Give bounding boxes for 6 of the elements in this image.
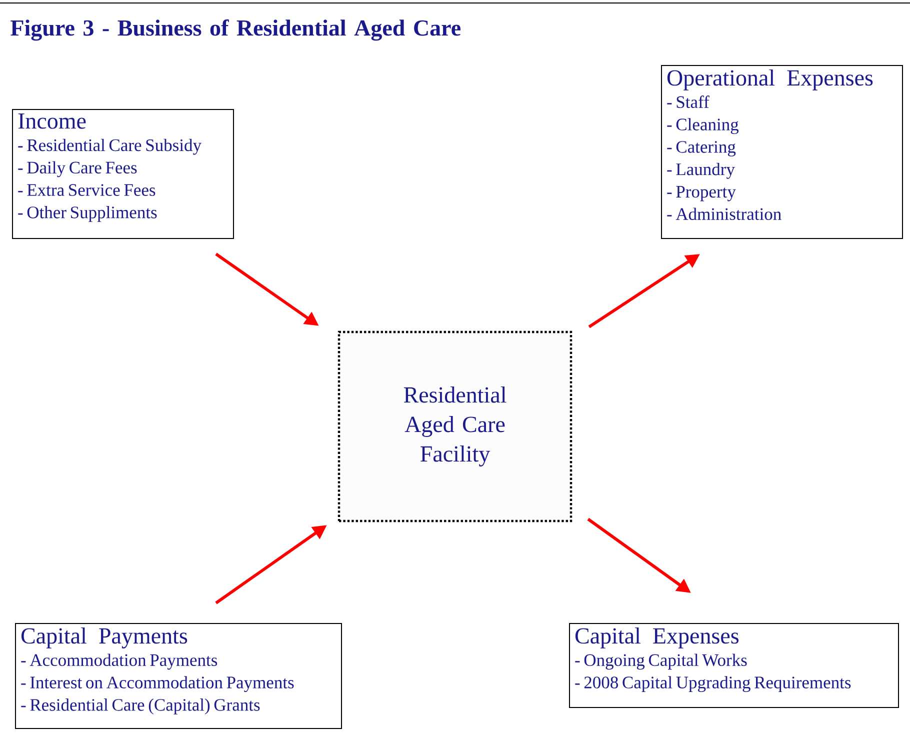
figure-title: Figure 3 - Business of Residential Aged Care (10, 19, 460, 41)
list-box: Operational Expenses - Staff - Cleaning - Catering - Laundry - Property - Administration (661, 65, 903, 239)
list-box: Income - Residential Care Subsidy - Daily Care Fees - Extra Service Fees - Other Suppliments (12, 109, 234, 239)
list-box: Capital Payments - Accommodation Payments - Interest on Accommodation Payments - Residential Care (Capital) Grants (15, 623, 342, 729)
list-box: Capital Expenses - Ongoing Capital Works - 2008 Capital Upgrading Requirements (569, 623, 899, 708)
facility-box: Residential Aged Care Facility (338, 330, 572, 522)
